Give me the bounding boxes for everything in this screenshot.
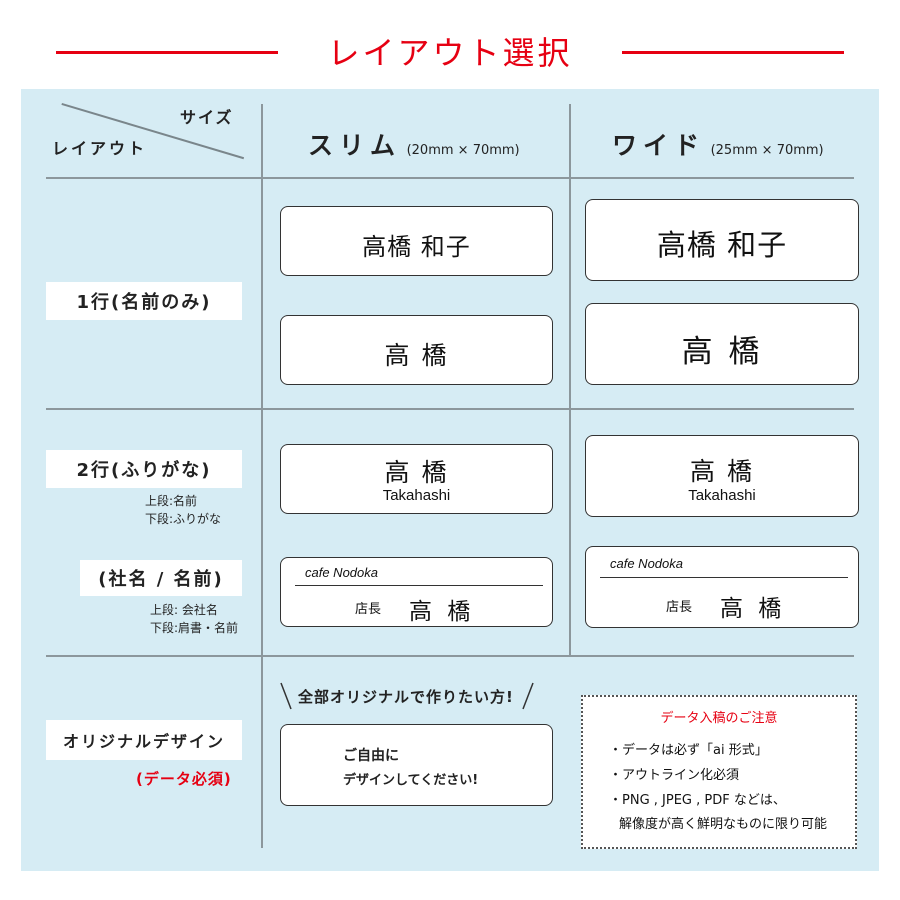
sample-full-name: 高橋 和子 [656, 228, 788, 262]
data-submission-notice: データ入稿のご注意 ・データは必ず「ai 形式」 ・アウトライン化必須 ・PNG… [581, 695, 857, 849]
sample-card-slim-company[interactable]: cafe Nodoka 店長 高 橋 [280, 557, 553, 627]
sample-card-slim-full-name[interactable]: 高橋 和子 [280, 206, 553, 276]
sample-company-name: cafe Nodoka [305, 565, 378, 580]
original-design-heading-text: 全部オリジナルで作りたい方! [298, 688, 514, 706]
sample-surname: 高 橋 [681, 334, 763, 370]
speech-slash-right-icon [522, 682, 534, 710]
row-label-original: オリジナルデザイン [46, 720, 242, 760]
sample-full-name: 高橋 和子 [362, 233, 471, 261]
sample-surname: 高 橋 [720, 596, 786, 622]
sample-card-wide-full-name[interactable]: 高橋 和子 [585, 199, 859, 281]
sample-card-wide-furigana[interactable]: 高 橋 Takahashi [585, 435, 859, 517]
company-note-bottom: 下段:肩書・名前 [150, 621, 239, 635]
wide-name: ワイド [612, 131, 706, 160]
wide-size: (25mm × 70mm) [710, 143, 824, 158]
sample-card-wide-surname[interactable]: 高 橋 [585, 303, 859, 385]
original-card-line1: ご自由に [343, 748, 399, 764]
grid-line-horizontal-1 [46, 177, 854, 179]
column-header-wide: ワイド (25mm × 70mm) [612, 126, 824, 162]
row-label-two-line: 2行(ふりがな) [46, 450, 242, 488]
slim-size: (20mm × 70mm) [406, 143, 520, 158]
grid-line-vertical-1 [261, 104, 263, 848]
original-design-heading: 全部オリジナルで作りたい方! [280, 682, 534, 710]
slim-name: スリム [308, 131, 402, 160]
row-label-one-line: 1行(名前のみ) [46, 282, 242, 320]
company-note: 上段: 会社名 下段:肩書・名前 [150, 601, 238, 637]
sample-company-name: cafe Nodoka [610, 556, 683, 571]
grid-line-vertical-2 [569, 104, 571, 656]
notice-item: ・アウトライン化必須 [609, 768, 740, 783]
sample-surname: 高 橋 [409, 599, 475, 625]
original-card-line2: デザインしてください! [343, 773, 479, 788]
sample-surname: 高 橋 [690, 457, 754, 486]
sample-role: 店長 [666, 600, 693, 615]
title-line-left [56, 51, 278, 54]
two-line-note: 上段:名前 下段:ふりがな [145, 492, 221, 528]
notice-item: 解像度が高く鮮明なものに限り可能 [619, 817, 828, 832]
company-divider-line [600, 577, 848, 578]
speech-slash-left-icon [280, 682, 292, 710]
sample-card-slim-surname[interactable]: 高 橋 [280, 315, 553, 385]
sample-romaji: Takahashi [382, 487, 451, 504]
page-title: レイアウト選択 [327, 34, 573, 72]
two-line-note-bottom: 下段:ふりがな [145, 512, 222, 526]
sample-role: 店長 [355, 602, 382, 617]
row-label-company: (社名 / 名前) [80, 560, 242, 596]
original-design-card[interactable]: ご自由に デザインしてください! [280, 724, 553, 806]
company-note-top: 上段: 会社名 [150, 603, 218, 617]
notice-item: ・PNG , JPEG , PDF などは、 [609, 793, 786, 808]
grid-line-horizontal-2 [46, 408, 854, 410]
company-divider-line [295, 585, 543, 586]
sample-surname: 高 橋 [384, 341, 449, 370]
layout-header-label: レイアウト [52, 139, 148, 158]
two-line-note-top: 上段:名前 [145, 494, 198, 508]
notice-item: ・データは必ず「ai 形式」 [609, 743, 768, 758]
grid-line-horizontal-3 [46, 655, 854, 657]
data-required-note: (データ必須) [136, 770, 232, 788]
notice-title: データ入稿のご注意 [660, 711, 778, 726]
column-header-slim: スリム (20mm × 70mm) [308, 126, 520, 162]
size-header-label: サイズ [180, 108, 234, 127]
sample-card-slim-furigana[interactable]: 高 橋 Takahashi [280, 444, 553, 514]
title-line-right [622, 51, 844, 54]
sample-romaji: Takahashi [688, 487, 756, 504]
sample-surname: 高 橋 [384, 458, 449, 487]
sample-card-wide-company[interactable]: cafe Nodoka 店長 高 橋 [585, 546, 859, 628]
